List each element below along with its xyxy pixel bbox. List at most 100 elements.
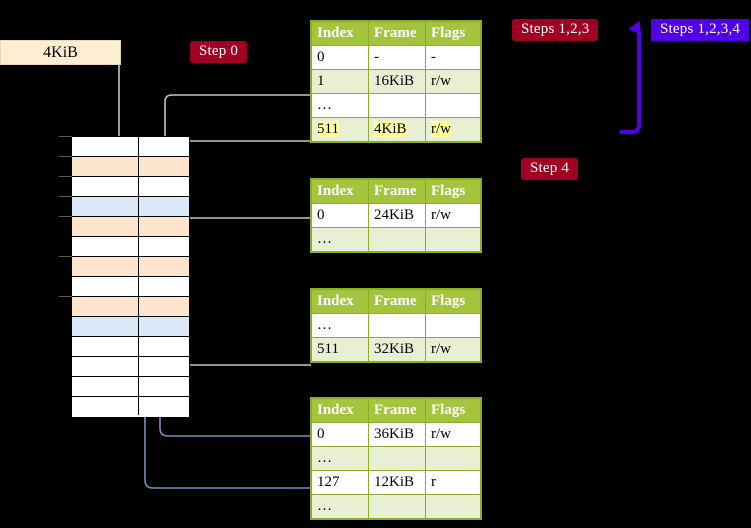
- memory-grid-tick: [59, 136, 72, 137]
- table-cell: [368, 446, 426, 471]
- table-cell: …: [311, 227, 369, 252]
- column-header-index: Index: [311, 398, 369, 423]
- memory-frame-row: [72, 377, 189, 397]
- table-row: 1 16KiB r/w: [311, 69, 481, 94]
- memory-frame-row: [72, 277, 189, 297]
- cell-text: …: [317, 97, 332, 113]
- cell-text: …: [317, 498, 332, 514]
- memory-grid-tick: [59, 256, 72, 257]
- cell-text: r: [431, 474, 436, 490]
- cell-text: 0: [317, 207, 325, 223]
- cell-text: 511: [317, 121, 339, 137]
- table-cell: 0: [311, 45, 369, 70]
- table-cell: 32KiB: [368, 337, 426, 362]
- memory-grid-tick: [59, 216, 72, 217]
- memory-grid-divider: [138, 137, 139, 415]
- table-cell: 36KiB: [368, 422, 426, 447]
- table-row: …: [311, 494, 481, 519]
- table-cell: r/w: [425, 337, 481, 362]
- physical-memory-grid: [71, 136, 190, 417]
- wire-table2-to-grid: [175, 217, 311, 262]
- cell-text: r/w: [431, 426, 451, 442]
- memory-frame-row: [72, 397, 189, 417]
- cell-text: …: [317, 231, 332, 247]
- cell-text: 4KiB: [374, 121, 407, 137]
- memory-frame-row: [72, 137, 189, 157]
- table-row: …: [311, 93, 481, 118]
- table-row: 0 36KiB r/w: [311, 422, 481, 447]
- table-cell: -: [368, 45, 426, 70]
- cell-text: 1: [317, 73, 325, 89]
- table-cell: [368, 494, 426, 519]
- wire-table3-to-grid: [169, 308, 311, 366]
- table-cell: r/w: [425, 422, 481, 447]
- column-header-index: Index: [311, 179, 369, 204]
- table-cell: 1: [311, 69, 369, 94]
- cell-text: 32KiB: [374, 341, 415, 357]
- column-header-flags: Flags: [425, 289, 481, 314]
- cell-text: 12KiB: [374, 474, 415, 490]
- table-row: 511 32KiB r/w: [311, 337, 481, 362]
- column-header-frame: Frame: [368, 21, 426, 46]
- table-cell: r/w: [425, 203, 481, 228]
- cell-text: 16KiB: [374, 73, 415, 89]
- cell-text: -: [374, 49, 379, 65]
- badge-step-4-label: Step 4: [530, 160, 570, 176]
- table-cell: 4KiB: [368, 117, 426, 142]
- badge-steps-1234-label: Steps 1,2,3,4: [660, 21, 741, 37]
- table-cell: [425, 446, 481, 471]
- badge-step-0-label: Step 0: [199, 43, 239, 59]
- table-cell: 0: [311, 203, 369, 228]
- table-cell: [368, 313, 426, 338]
- cell-text: 127: [317, 474, 340, 490]
- table-cell: 127: [311, 470, 369, 495]
- table-cell: [425, 494, 481, 519]
- table-cell: 511: [311, 337, 369, 362]
- table-cell: -: [425, 45, 481, 70]
- table-cell: 511: [311, 117, 369, 142]
- table-cell: [368, 93, 426, 118]
- cell-text: 511: [317, 341, 339, 357]
- memory-frame-row: [72, 357, 189, 377]
- memory-grid-tick: [59, 176, 72, 177]
- memory-grid-tick: [59, 296, 72, 297]
- table-cell: r: [425, 470, 481, 495]
- memory-frame-row: [72, 237, 189, 257]
- column-header-flags: Flags: [425, 179, 481, 204]
- memory-frame-row: [72, 157, 189, 177]
- column-header-index: Index: [311, 21, 369, 46]
- table-cell: r/w: [425, 69, 481, 94]
- cell-text: …: [317, 450, 332, 466]
- column-header-frame: Frame: [368, 179, 426, 204]
- table-cell: [425, 93, 481, 118]
- memory-grid-tick: [59, 196, 72, 197]
- memory-frame-row: [72, 337, 189, 357]
- cell-text: 0: [317, 426, 325, 442]
- cell-text: 36KiB: [374, 426, 415, 442]
- cell-text: …: [317, 317, 332, 333]
- table-row: …: [311, 313, 481, 338]
- table-cell: [425, 227, 481, 252]
- table-cell: r/w: [425, 117, 481, 142]
- purple-bracket-arrow: [620, 20, 641, 134]
- table-row: …: [311, 227, 481, 252]
- table-cell: 24KiB: [368, 203, 426, 228]
- table-cell: [368, 227, 426, 252]
- cell-text: r/w: [431, 121, 451, 137]
- table-cell: …: [311, 313, 369, 338]
- column-header-flags: Flags: [425, 398, 481, 423]
- cell-text: 0: [317, 49, 325, 65]
- table-row: 511 4KiB r/w: [311, 117, 481, 142]
- cell-text: r/w: [431, 207, 451, 223]
- cell-text: r/w: [431, 73, 451, 89]
- table-cell: 0: [311, 422, 369, 447]
- badge-step-0: Step 0: [190, 41, 248, 63]
- memory-frame-row: [72, 297, 189, 317]
